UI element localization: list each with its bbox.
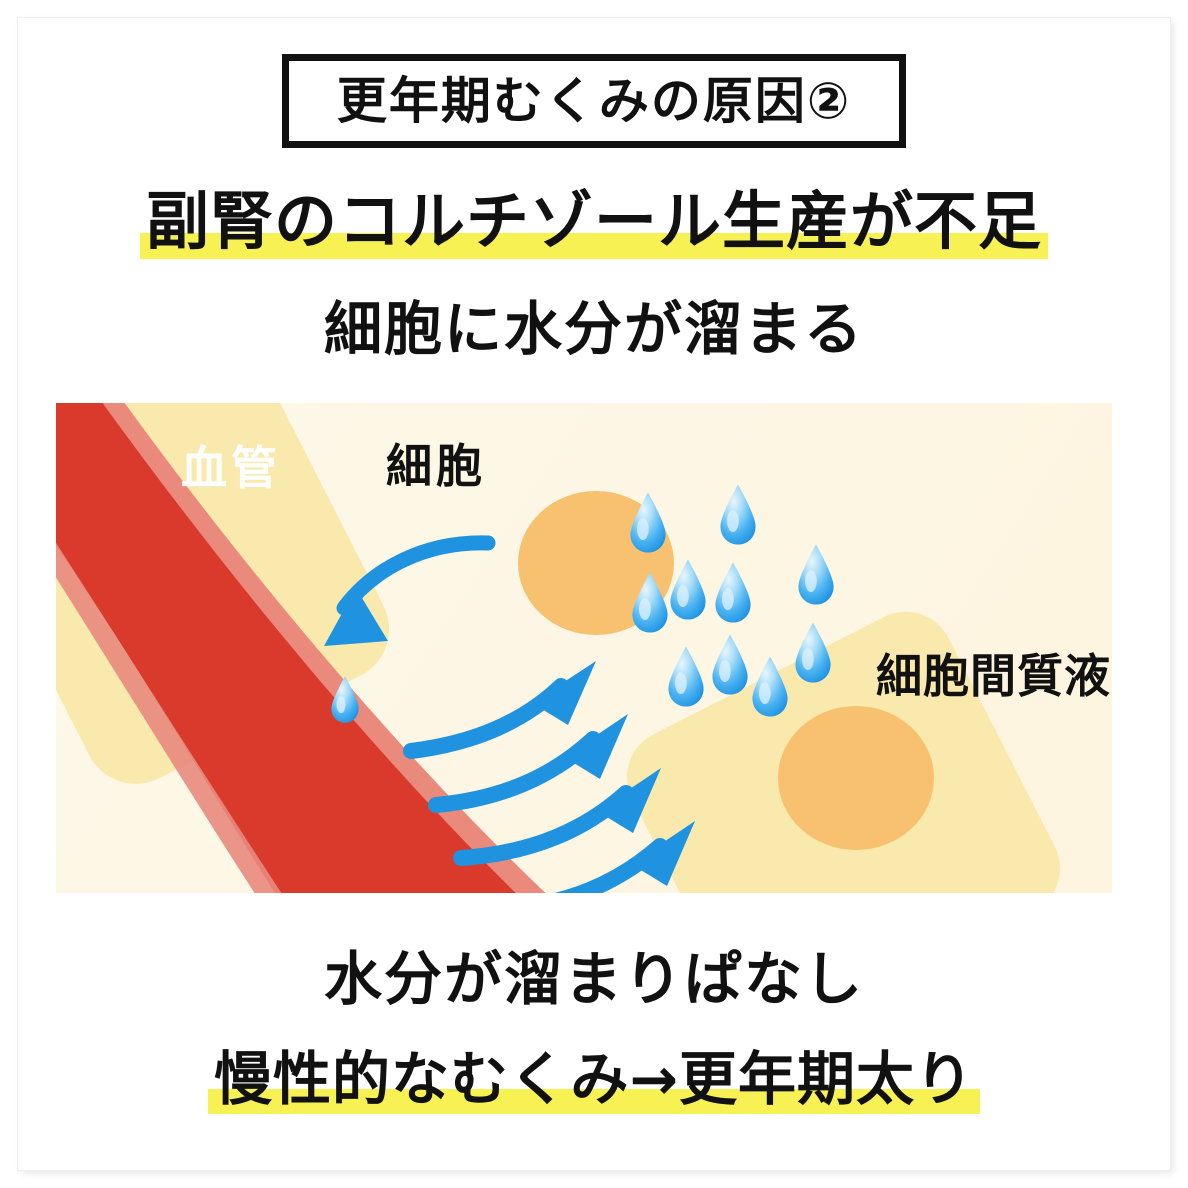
vessel-lumen xyxy=(56,403,516,893)
nucleus-lower xyxy=(778,706,934,850)
headline-line-2-text: 細胞に水分が溜まる xyxy=(323,295,864,363)
arrow-tissue-4 xyxy=(554,821,695,893)
label-interstitial-fluid: 細胞間質液 xyxy=(876,649,1111,703)
arrow-tissue-1 xyxy=(403,661,596,759)
footer-line-2: 慢性的なむくみ→更年期太り xyxy=(18,1045,1170,1114)
diagram-illustration: 血管 細胞 細胞間質液 xyxy=(56,403,1132,893)
headline-line-2: 細胞に水分が溜まる xyxy=(18,300,1170,358)
label-blood-vessel: 血管 xyxy=(181,441,281,495)
diagram-svg xyxy=(56,403,1112,893)
headline-line-1: 副腎のコルチゾール生産が不足 xyxy=(18,185,1170,260)
arrow-tissue-3 xyxy=(453,768,661,866)
arrows-into-tissue xyxy=(403,661,695,893)
arrow-into-vessel xyxy=(324,535,496,646)
footer-line-1-text: 水分が溜まりぱなし xyxy=(323,945,864,1013)
arrow-tissue-2 xyxy=(428,714,628,813)
headline-line-1-text: 副腎のコルチゾール生産が不足 xyxy=(140,185,1048,260)
label-cell: 細胞 xyxy=(386,439,486,493)
footer-line-2-text: 慢性的なむくみ→更年期太り xyxy=(208,1045,980,1114)
infographic-card: 更年期むくみの原因② 副腎のコルチゾール生産が不足 細胞に水分が溜まる xyxy=(18,18,1170,1170)
title-box: 更年期むくみの原因② xyxy=(282,54,906,148)
footer-line-1: 水分が溜まりぱなし xyxy=(18,950,1170,1008)
title-text: 更年期むくみの原因② xyxy=(336,72,852,130)
diagram-content xyxy=(56,403,1112,893)
